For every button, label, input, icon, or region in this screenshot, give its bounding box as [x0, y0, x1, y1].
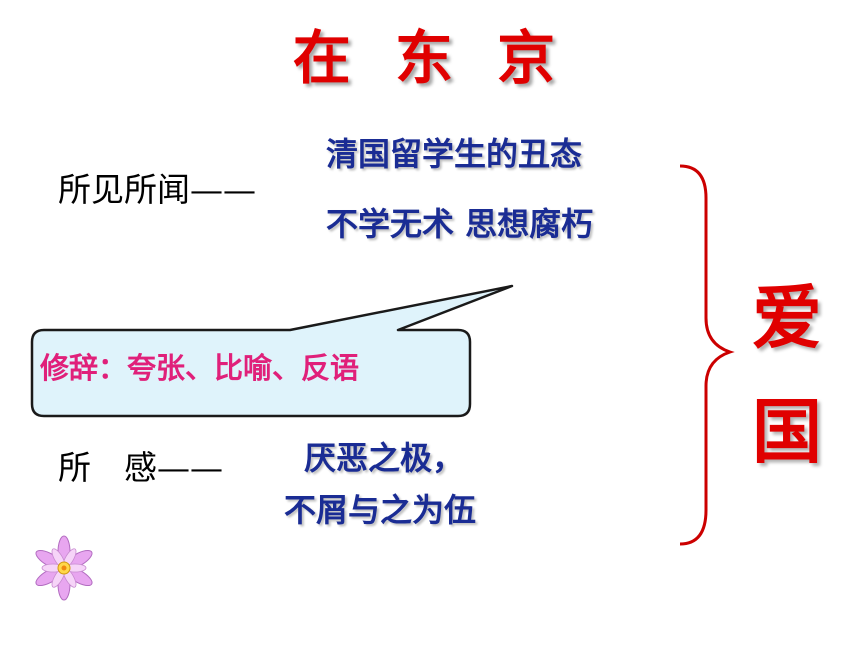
conclusion-char: 爱: [752, 277, 822, 359]
rhetoric-callout-text: 修辞：夸张、比喻、反语: [40, 351, 360, 385]
feeling-line: 厌恶之极，: [304, 439, 465, 477]
rhetoric-callout-bubble: [30, 284, 514, 418]
seen-heard-item: 清国留学生的丑态: [326, 135, 583, 173]
seen-heard-label: 所见所闻——: [58, 170, 256, 209]
feeling-label: 所 感——: [58, 448, 223, 487]
conclusion-char: 国: [752, 391, 822, 473]
feeling-line: 不屑与之为伍: [284, 491, 477, 529]
slide-title: 在 东 京: [292, 24, 568, 92]
lotus-flower-icon: [35, 535, 93, 601]
grouping-brace: [679, 164, 735, 546]
seen-heard-item: 不学无术 思想腐朽: [326, 205, 594, 243]
